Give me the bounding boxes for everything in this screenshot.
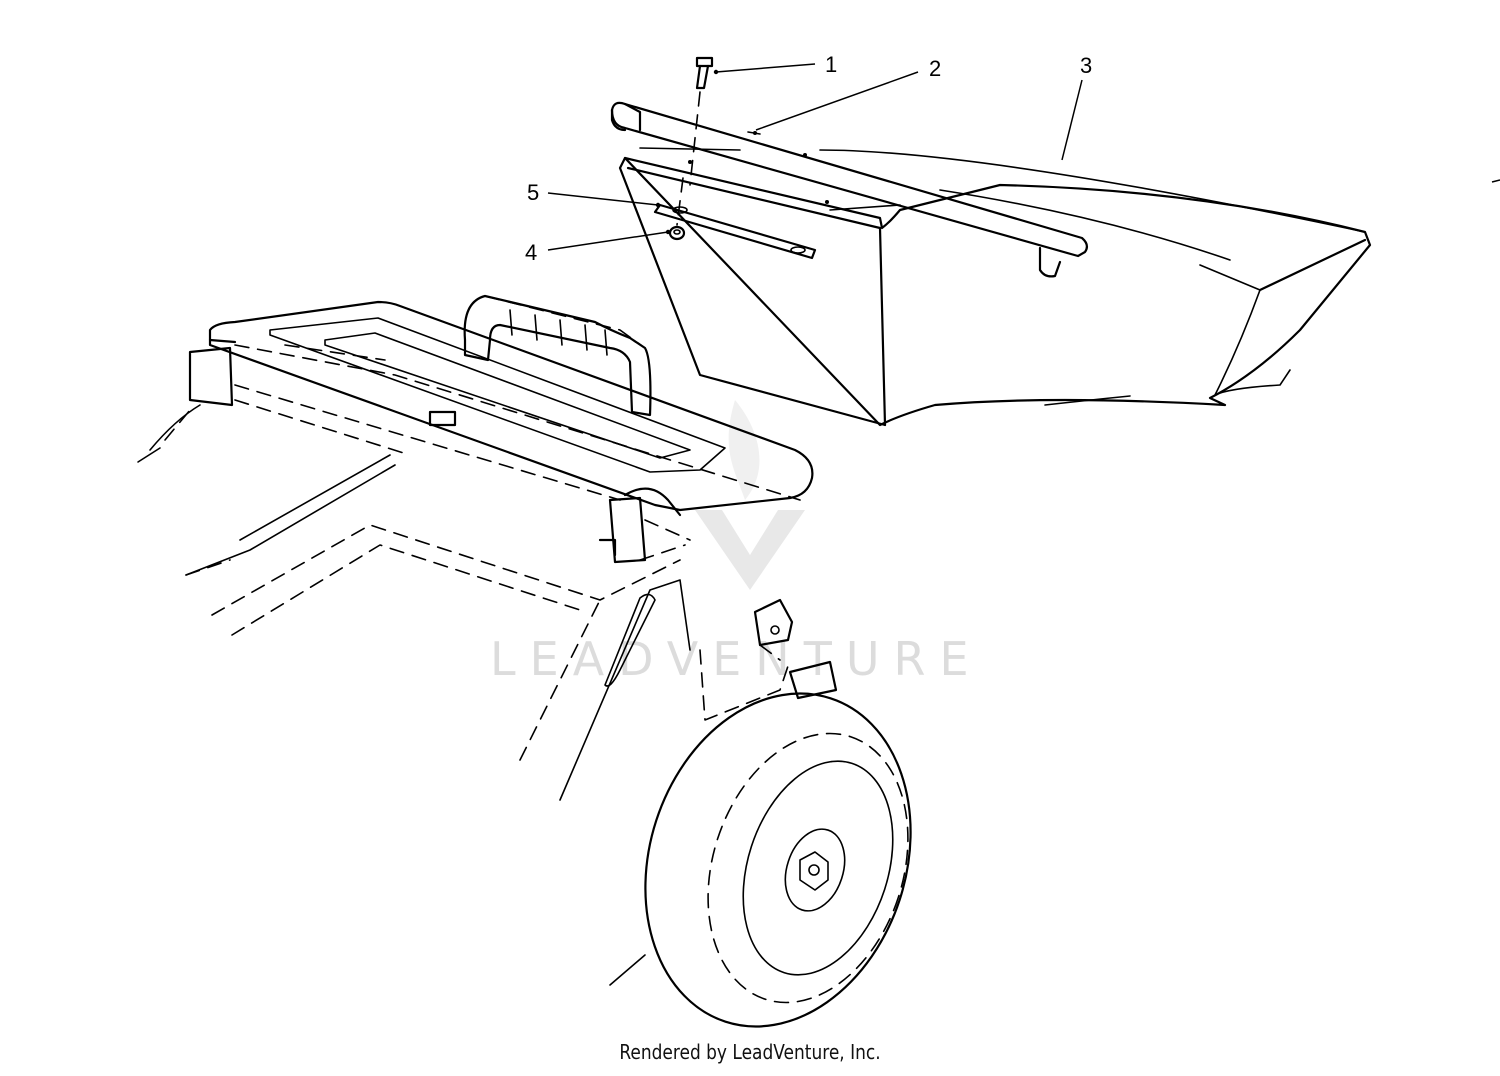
callout-2: 2 bbox=[929, 56, 941, 81]
mower-handle-frame bbox=[137, 294, 814, 564]
footer-credit: Rendered by LeadVenture, Inc. bbox=[619, 1040, 881, 1064]
mower-deck bbox=[185, 454, 838, 801]
callout-4: 4 bbox=[525, 240, 537, 265]
nut bbox=[668, 225, 686, 241]
callout-5: 5 bbox=[527, 180, 539, 205]
bag-frame-rail bbox=[610, 101, 1089, 278]
callout-3: 3 bbox=[1080, 53, 1092, 78]
watermark-logo-icon bbox=[695, 510, 805, 590]
watermark-text: LEADVENTURE bbox=[490, 632, 983, 686]
callout-1: 1 bbox=[825, 52, 837, 77]
watermark: LEADVENTURE bbox=[490, 400, 983, 686]
grass-bag bbox=[618, 147, 1372, 427]
rear-wheel bbox=[609, 692, 912, 1028]
callout-leaders bbox=[547, 63, 1083, 251]
bolt bbox=[676, 56, 714, 226]
